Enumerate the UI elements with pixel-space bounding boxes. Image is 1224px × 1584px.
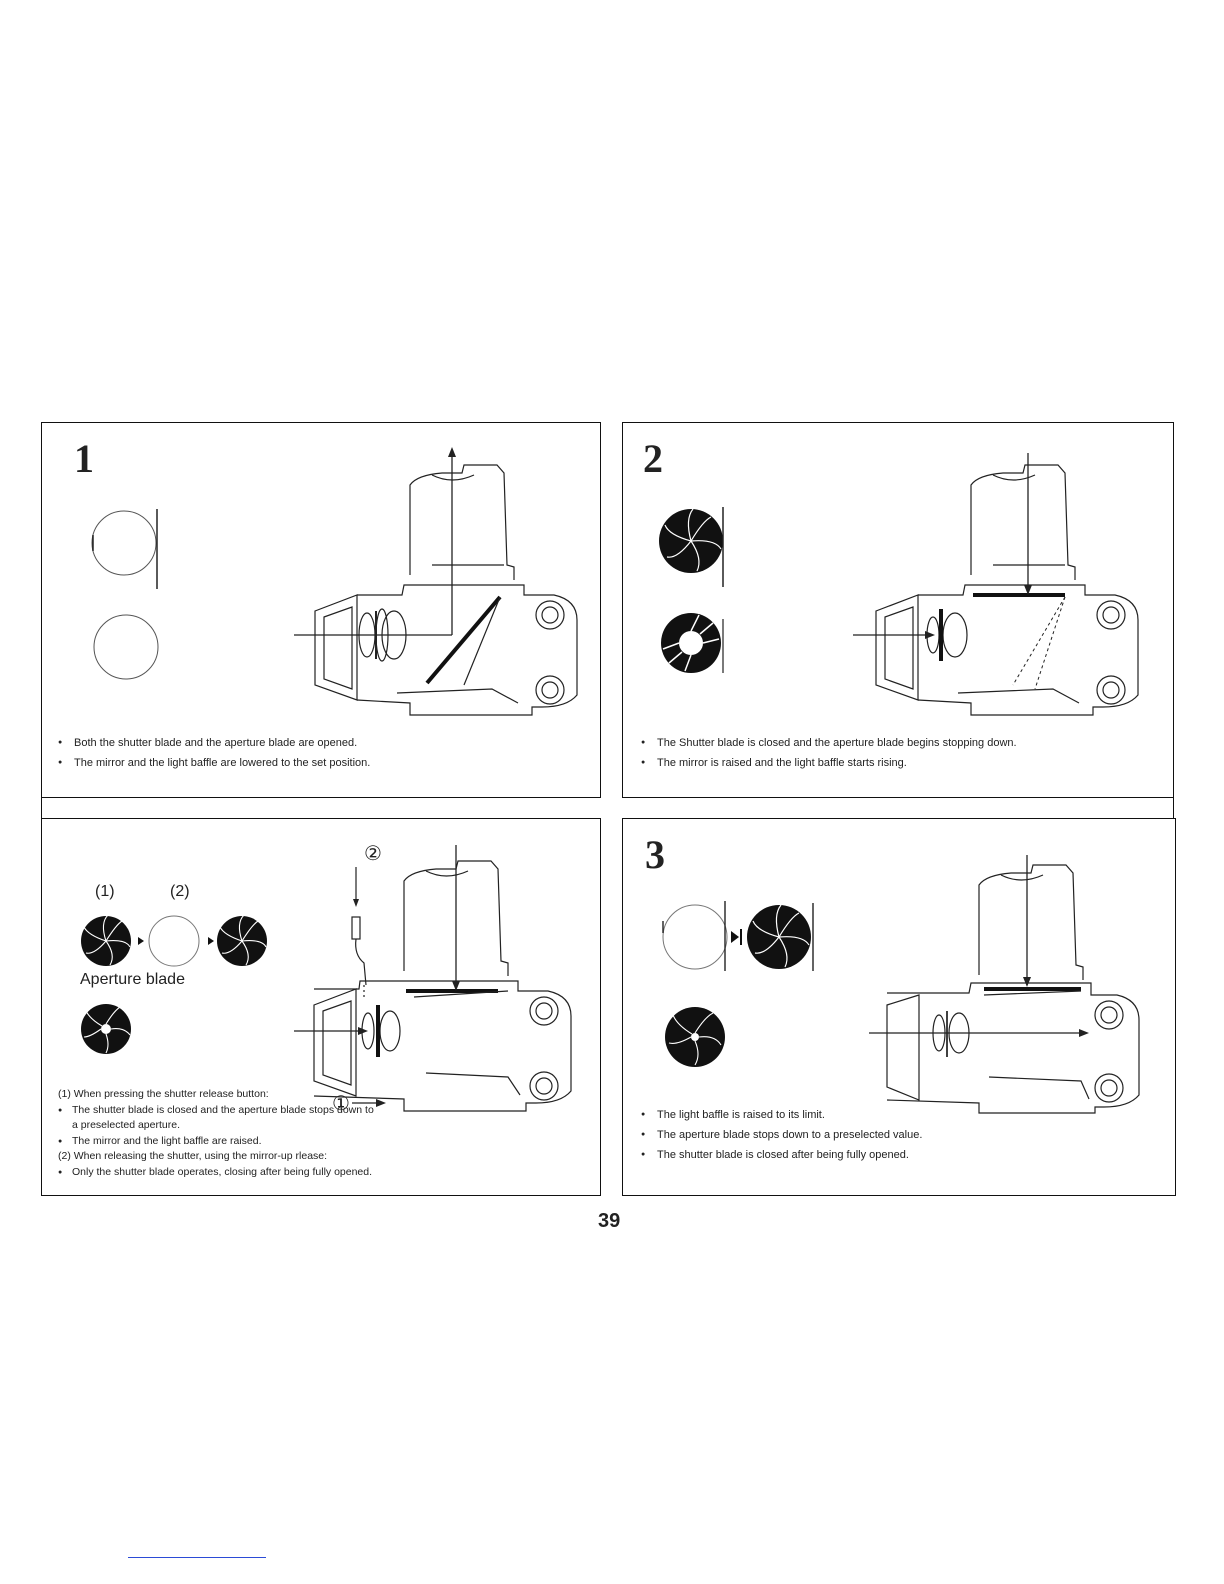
camera-diagram-mirror-up — [294, 845, 572, 1112]
note-item: The Shutter blade is closed and the aper… — [641, 733, 1017, 753]
note-item: The mirror is raised and the light baffl… — [641, 753, 1017, 773]
panel-1-notes: Both the shutter blade and the aperture … — [58, 733, 370, 773]
aperture-blade-stopped-icon — [665, 1007, 725, 1067]
link-underline — [128, 1557, 266, 1558]
panel-3-notes: (1) When pressing the shutter release bu… — [58, 1087, 374, 1180]
panel-2-rising: 2 — [622, 422, 1174, 798]
shutter-blade-closed-icon — [659, 507, 724, 587]
note-item: Only the shutter blade operates, closing… — [58, 1165, 374, 1181]
note-item: The aperture blade stops down to a prese… — [641, 1125, 922, 1145]
aperture-sequence-icon — [81, 914, 267, 967]
camera-diagram-mirror-rising — [853, 453, 1139, 716]
panel-4-notes: The light baffle is raised to its limit.… — [641, 1105, 922, 1165]
panel-3-baffle-raised: 3 — [622, 818, 1176, 1196]
marker-2: ② — [364, 843, 382, 865]
panel-1-lowered: 1 Both the shutter blade an — [41, 422, 601, 798]
note-item-continued: a preselected aperture. — [72, 1119, 180, 1131]
row-separator — [41, 798, 1174, 818]
label-step-2: (2) — [170, 883, 190, 900]
camera-diagram-baffle-raised — [869, 855, 1140, 1114]
step-number: 1 — [74, 436, 94, 481]
camera-diagram-mirror-down — [294, 447, 578, 716]
aperture-blade-stopping-icon — [661, 613, 724, 673]
note-item: The shutter blade is closed and the aper… — [58, 1103, 374, 1119]
note-item: Both the shutter blade and the aperture … — [58, 733, 370, 753]
note-item: The mirror and the light baffle are rais… — [58, 1134, 374, 1150]
note-item: The shutter blade is closed after being … — [641, 1145, 922, 1165]
aperture-blade-open-icon — [93, 614, 159, 680]
page-number: 39 — [598, 1210, 621, 1232]
panel-3-release-modes: (1) (2) Aperture blade — [41, 818, 601, 1196]
step-number: 2 — [643, 436, 663, 481]
note-heading: (1) When pressing the shutter release bu… — [58, 1088, 269, 1100]
shutter-sequence-icon — [662, 901, 814, 971]
shutter-blade-open-icon — [91, 509, 158, 589]
panel-2-notes: The Shutter blade is closed and the aper… — [641, 733, 1017, 773]
note-heading: (2) When releasing the shutter, using th… — [58, 1150, 328, 1162]
aperture-blade-caption: Aperture blade — [80, 971, 185, 988]
label-step-1: (1) — [95, 883, 115, 900]
aperture-blade-small-icon — [81, 1004, 131, 1054]
note-item: The mirror and the light baffle are lowe… — [58, 753, 370, 773]
note-item: The light baffle is raised to its limit. — [641, 1105, 922, 1125]
step-number: 3 — [645, 832, 665, 877]
